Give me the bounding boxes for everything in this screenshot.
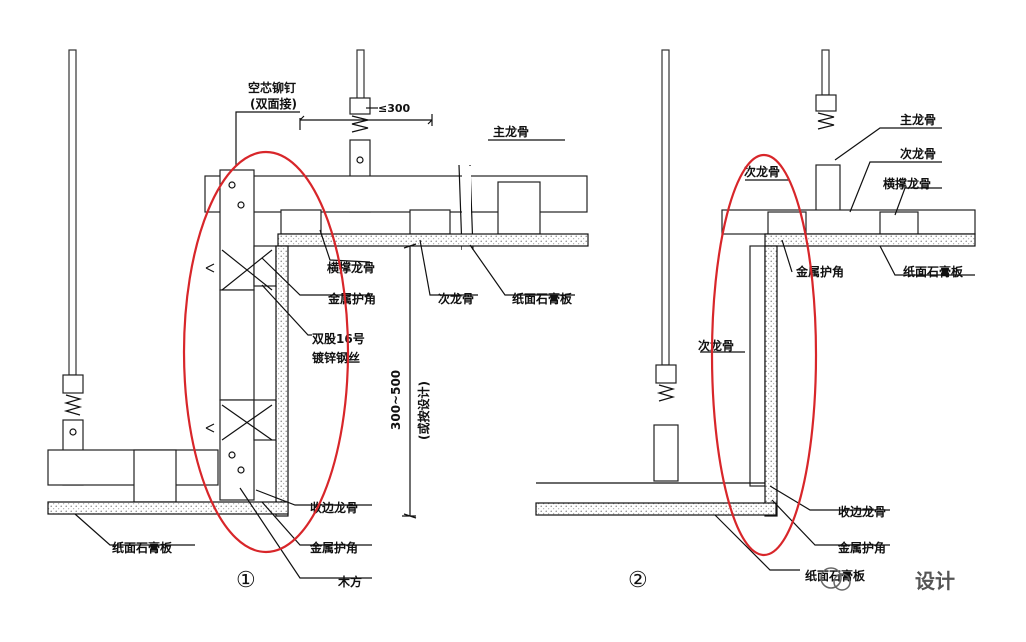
label-height-note: (或按设计) [416,381,431,440]
secondary-keel [280,209,322,235]
gypsum-board-upper [764,233,976,247]
label-cross-brace-keel: 横撑龙骨 [327,260,375,275]
gypsum-board-vertical [275,245,289,517]
label-secondary-keel: 次龙骨 [438,291,474,306]
secondary-keel [879,211,919,235]
timber-block [219,289,255,401]
label-double-sided: (双面接) [250,96,297,111]
label-wire-2: 镀锌钢丝 [312,350,360,365]
detail-number-2: ② [628,568,648,593]
label-metal-corner-bottom: 金属护角 [309,540,358,555]
highlight-ellipse [710,153,818,557]
label-height-dim: 300~500 [389,370,403,430]
watermark: 设计 [820,567,955,593]
hanger-rod [661,49,670,366]
label-gypsum-board: 纸面石膏板 [903,264,964,279]
label-spacing: ≤300 [378,102,411,115]
gypsum-board-vertical [764,245,778,517]
label-metal-corner: 金属护角 [327,291,376,306]
label-main-keel: 主龙骨 [900,112,936,127]
detail-number-1: ① [236,568,256,593]
label-gypsum-board-bottom: 纸面石膏板 [805,568,866,583]
gypsum-board-lower [47,501,289,515]
label-edge-keel: 收边龙骨 [310,500,358,515]
hanger-rod [356,49,365,101]
label-wire-1: 双股16号 [312,331,365,346]
main-keel-lower [47,449,219,486]
label-gypsum-board-top: 纸面石膏板 [512,291,573,306]
watermark-text: 设计 [915,569,955,593]
label-metal-corner: 金属护角 [795,264,844,279]
hanger-rod [821,49,830,96]
gypsum-board-upper [277,233,589,247]
secondary-keel [409,209,451,235]
label-edge-keel: 收边龙骨 [838,504,886,519]
vertical-keel [749,245,766,487]
hanger-clip [815,94,841,214]
detail-2: 主龙骨 次龙骨 次龙骨 横撑龙骨 金属护角 纸面石膏板 次龙骨 收边龙骨 金属护… [535,49,976,593]
label-metal-corner-bottom: 金属护角 [837,540,886,555]
label-secondary-keel-top: 次龙骨 [900,146,936,161]
label-secondary-keel-vertical: 次龙骨 [698,338,734,353]
secondary-keel [497,181,541,235]
timber-block [219,399,255,501]
detail-1: 空芯铆钉 (双面接) ≤300 主龙骨 横撑龙骨 金属护角 次龙骨 纸面石膏板 … [47,49,589,593]
label-gypsum-board-bottom: 纸面石膏板 [112,540,173,555]
hanger-rod [68,49,77,376]
label-main-keel: 主龙骨 [493,124,529,139]
secondary-keel [133,449,177,503]
gypsum-board-lower [535,502,777,516]
label-timber: 木方 [337,574,362,589]
highlight-ellipse [182,150,350,554]
main-keel [721,209,976,235]
label-secondary-keel-left: 次龙骨 [744,164,780,179]
label-cross-brace-keel: 横撑龙骨 [883,176,931,191]
hanger-clip [653,364,679,482]
label-hollow-rivet: 空芯铆钉 [248,80,296,95]
wechat-icon [820,567,842,589]
